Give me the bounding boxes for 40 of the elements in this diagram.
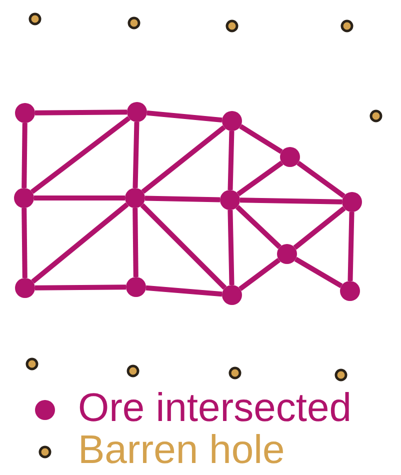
mesh-line: [140, 203, 227, 290]
mesh-line: [132, 122, 140, 188]
mesh-line: [294, 256, 343, 288]
legend-label: Ore intersected: [78, 386, 352, 430]
mesh-line: [22, 122, 28, 188]
mesh-line: [238, 258, 280, 292]
mesh-line: [146, 110, 222, 123]
mesh-line: [132, 208, 138, 278]
ore-drill-hole: [220, 190, 240, 210]
mesh-line: [228, 130, 234, 190]
ore-drill-hole: [14, 188, 34, 208]
mesh-line: [348, 212, 354, 282]
mesh-line: [228, 210, 234, 286]
mesh-line: [141, 125, 226, 194]
ore-drill-hole: [125, 188, 145, 208]
ore-drill-hole: [126, 277, 146, 297]
mesh-line: [22, 208, 28, 278]
mesh-line: [34, 196, 125, 200]
ore-drill-hole: [340, 281, 360, 301]
mesh-line: [30, 116, 131, 194]
ore-drill-hole: [15, 103, 35, 123]
legend-label: Barren hole: [78, 428, 285, 472]
ore-drill-hole: [127, 102, 147, 122]
mesh-line: [240, 198, 342, 204]
mesh-line: [239, 124, 283, 154]
mesh-line: [31, 202, 129, 284]
mesh-line: [236, 160, 284, 196]
ore-drill-hole: [277, 244, 297, 264]
mesh-line: [34, 110, 128, 116]
ore-drill-hole: [222, 285, 242, 305]
mesh-line: [146, 285, 222, 297]
mesh-line: [296, 160, 346, 198]
mesh-line: [144, 196, 220, 202]
ore-drill-hole: [280, 147, 300, 167]
ore-drill-hole: [342, 192, 362, 212]
mesh-line: [236, 205, 282, 249]
mesh-line: [293, 206, 346, 250]
ore-drill-hole: [222, 111, 242, 131]
mesh-line: [34, 284, 126, 290]
ore-drill-hole: [15, 278, 35, 298]
